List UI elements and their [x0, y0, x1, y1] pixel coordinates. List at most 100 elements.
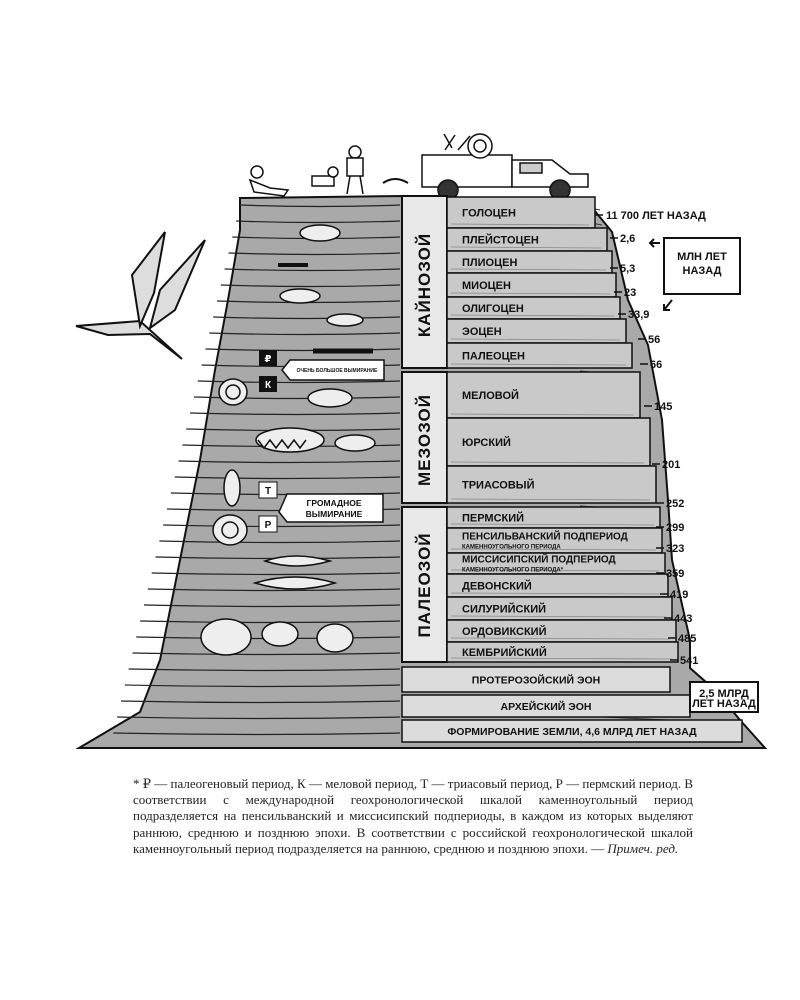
- period-band-fill: [446, 641, 679, 663]
- period-band[interactable]: ТРИАСОВЫЙ: [446, 465, 657, 504]
- period-band[interactable]: МИОЦЕН: [446, 272, 617, 298]
- age-label: 359: [666, 568, 684, 580]
- ammonite-fossil: [218, 378, 248, 406]
- period-band[interactable]: ПЛИОЦЕН: [446, 250, 613, 274]
- period-band-fill: [446, 196, 596, 229]
- tag-paleogene: [259, 350, 277, 366]
- fish-fossil: [252, 576, 338, 590]
- period-band-fill: [446, 417, 651, 467]
- eon-label: АРХЕЙСКИЙ ЭОН: [501, 700, 592, 713]
- tag-letter: ₽: [265, 354, 272, 365]
- tag-letter: К: [265, 380, 272, 391]
- band-texture: [450, 523, 655, 526]
- period-band[interactable]: ОЛИГОЦЕН: [446, 296, 621, 320]
- boundary-tags: ₽ К Т Р: [258, 350, 278, 533]
- period-band[interactable]: ПЕНСИЛЬВАНСКИЙ ПОДПЕРИОДКАМЕННОУГОЛЬНОГО…: [446, 527, 663, 554]
- strata-line: [128, 668, 401, 672]
- period-label: ПЕНСИЛЬВАНСКИЙ ПОДПЕРИОД: [462, 530, 628, 543]
- eon-band-fill: [401, 666, 671, 693]
- leaf-fossil: [334, 434, 376, 452]
- era-cenozoic[interactable]: [401, 195, 448, 369]
- age-label: 252: [666, 498, 684, 510]
- note-text: ВЫМИРАНИЕ: [306, 509, 363, 519]
- strata-line: [147, 588, 401, 592]
- eon-band[interactable]: ФОРМИРОВАНИЕ ЗЕМЛИ, 4,6 МЛРД ЛЕТ НАЗАД: [401, 719, 743, 743]
- eon-band[interactable]: ПРОТЕРОЗОЙСКИЙ ЭОН: [401, 666, 671, 693]
- pickup-truck[interactable]: [421, 154, 589, 201]
- period-label: МИССИСИПСКИЙ ПОДПЕРИОД: [462, 553, 616, 566]
- strata-line: [205, 348, 401, 352]
- strata-line: [178, 460, 401, 464]
- period-band[interactable]: МЕЛОВОЙ: [446, 371, 641, 419]
- arrow-icon: [648, 238, 660, 248]
- period-label: СИЛУРИЙСКИЙ: [462, 603, 546, 616]
- period-label: ЮРСКИЙ: [462, 436, 511, 449]
- strata-line: [113, 732, 401, 736]
- paleontologist-figure: [248, 165, 290, 197]
- period-band[interactable]: КЕМБРИЙСКИЙ: [446, 641, 679, 663]
- age-label: 323: [666, 543, 684, 555]
- age-label: 201: [662, 459, 680, 471]
- surface-scene: [248, 133, 589, 201]
- lizard-figure: [382, 178, 409, 184]
- age-label: 33,9: [628, 309, 649, 321]
- period-label: ГОЛОЦЕН: [462, 208, 516, 220]
- footnote-text: * ₽ — палеогеновый период, К — меловой п…: [133, 776, 693, 856]
- pterosaur-illustration: [75, 231, 206, 360]
- period-label: ОЛИГОЦЕН: [462, 303, 524, 315]
- strata-line: [228, 252, 401, 256]
- skull-fossil: [299, 224, 341, 242]
- tag-permian: [258, 515, 278, 533]
- band-texture: [450, 637, 671, 640]
- period-band[interactable]: ПЕРМСКИЙ: [446, 506, 661, 529]
- age-label-holocene: 11 700 ЛЕТ НАЗАД: [606, 210, 706, 222]
- fern-fossil: [223, 469, 241, 507]
- strata-line: [120, 700, 401, 704]
- period-band[interactable]: ЭОЦЕН: [446, 318, 627, 344]
- age-label: 2,6: [620, 233, 635, 245]
- period-label: ПЛЕЙСТОЦЕН: [462, 234, 539, 247]
- period-label: МЕЛОВОЙ: [462, 389, 519, 402]
- era-label: КАЙНОЗОЙ: [415, 233, 434, 337]
- era-column: КАЙНОЗОЙ МЕЗОЗОЙ ПАЛЕОЗОЙ: [401, 195, 448, 663]
- period-band[interactable]: ПАЛЕОЦЕН: [446, 342, 633, 369]
- plant-fossil: [443, 133, 471, 151]
- dinosaur-skull-fossil: [255, 427, 325, 453]
- period-band[interactable]: ОРДОВИКСКИЙ: [446, 619, 677, 643]
- strata-line: [209, 332, 401, 336]
- period-label: КЕМБРИЙСКИЙ: [462, 646, 547, 659]
- eon-band[interactable]: АРХЕЙСКИЙ ЭОН: [401, 694, 691, 718]
- strata-line: [117, 716, 401, 720]
- strata-line: [190, 412, 401, 416]
- strata-line: [159, 540, 401, 544]
- period-band[interactable]: СИЛУРИЙСКИЙ: [446, 596, 673, 621]
- band-texture: [450, 592, 663, 595]
- ammonite-fossil: [467, 133, 493, 159]
- age-label: 443: [674, 613, 692, 625]
- band-texture: [450, 461, 645, 464]
- period-band[interactable]: ЮРСКИЙ: [446, 417, 651, 467]
- trilobite-fossil: [316, 623, 354, 653]
- era-paleozoic[interactable]: [401, 506, 448, 663]
- band-texture: [450, 363, 627, 366]
- age-label: 419: [670, 589, 688, 601]
- extinction-note-kpg: ОЧЕНЬ БОЛЬШОЕ ВЫМИРАНИЕ: [281, 359, 385, 381]
- period-band[interactable]: ГОЛОЦЕН: [446, 196, 596, 229]
- age-label: 5,3: [620, 263, 635, 275]
- eon-label: ПРОТЕРОЗОЙСКИЙ ЭОН: [472, 674, 600, 687]
- period-band[interactable]: ДЕВОНСКИЙ: [446, 573, 669, 598]
- strata-line: [140, 620, 401, 624]
- shell-fossil: [279, 288, 321, 304]
- era-label: ПАЛЕОЗОЙ: [415, 532, 434, 637]
- strata-line: [236, 220, 401, 224]
- band-texture: [450, 615, 667, 618]
- band-texture: [450, 338, 621, 341]
- shell-fossil: [326, 313, 364, 327]
- period-band[interactable]: ПЛЕЙСТОЦЕН: [446, 227, 608, 252]
- band-texture: [450, 657, 673, 660]
- band-texture: [450, 246, 602, 249]
- band-texture: [450, 548, 657, 551]
